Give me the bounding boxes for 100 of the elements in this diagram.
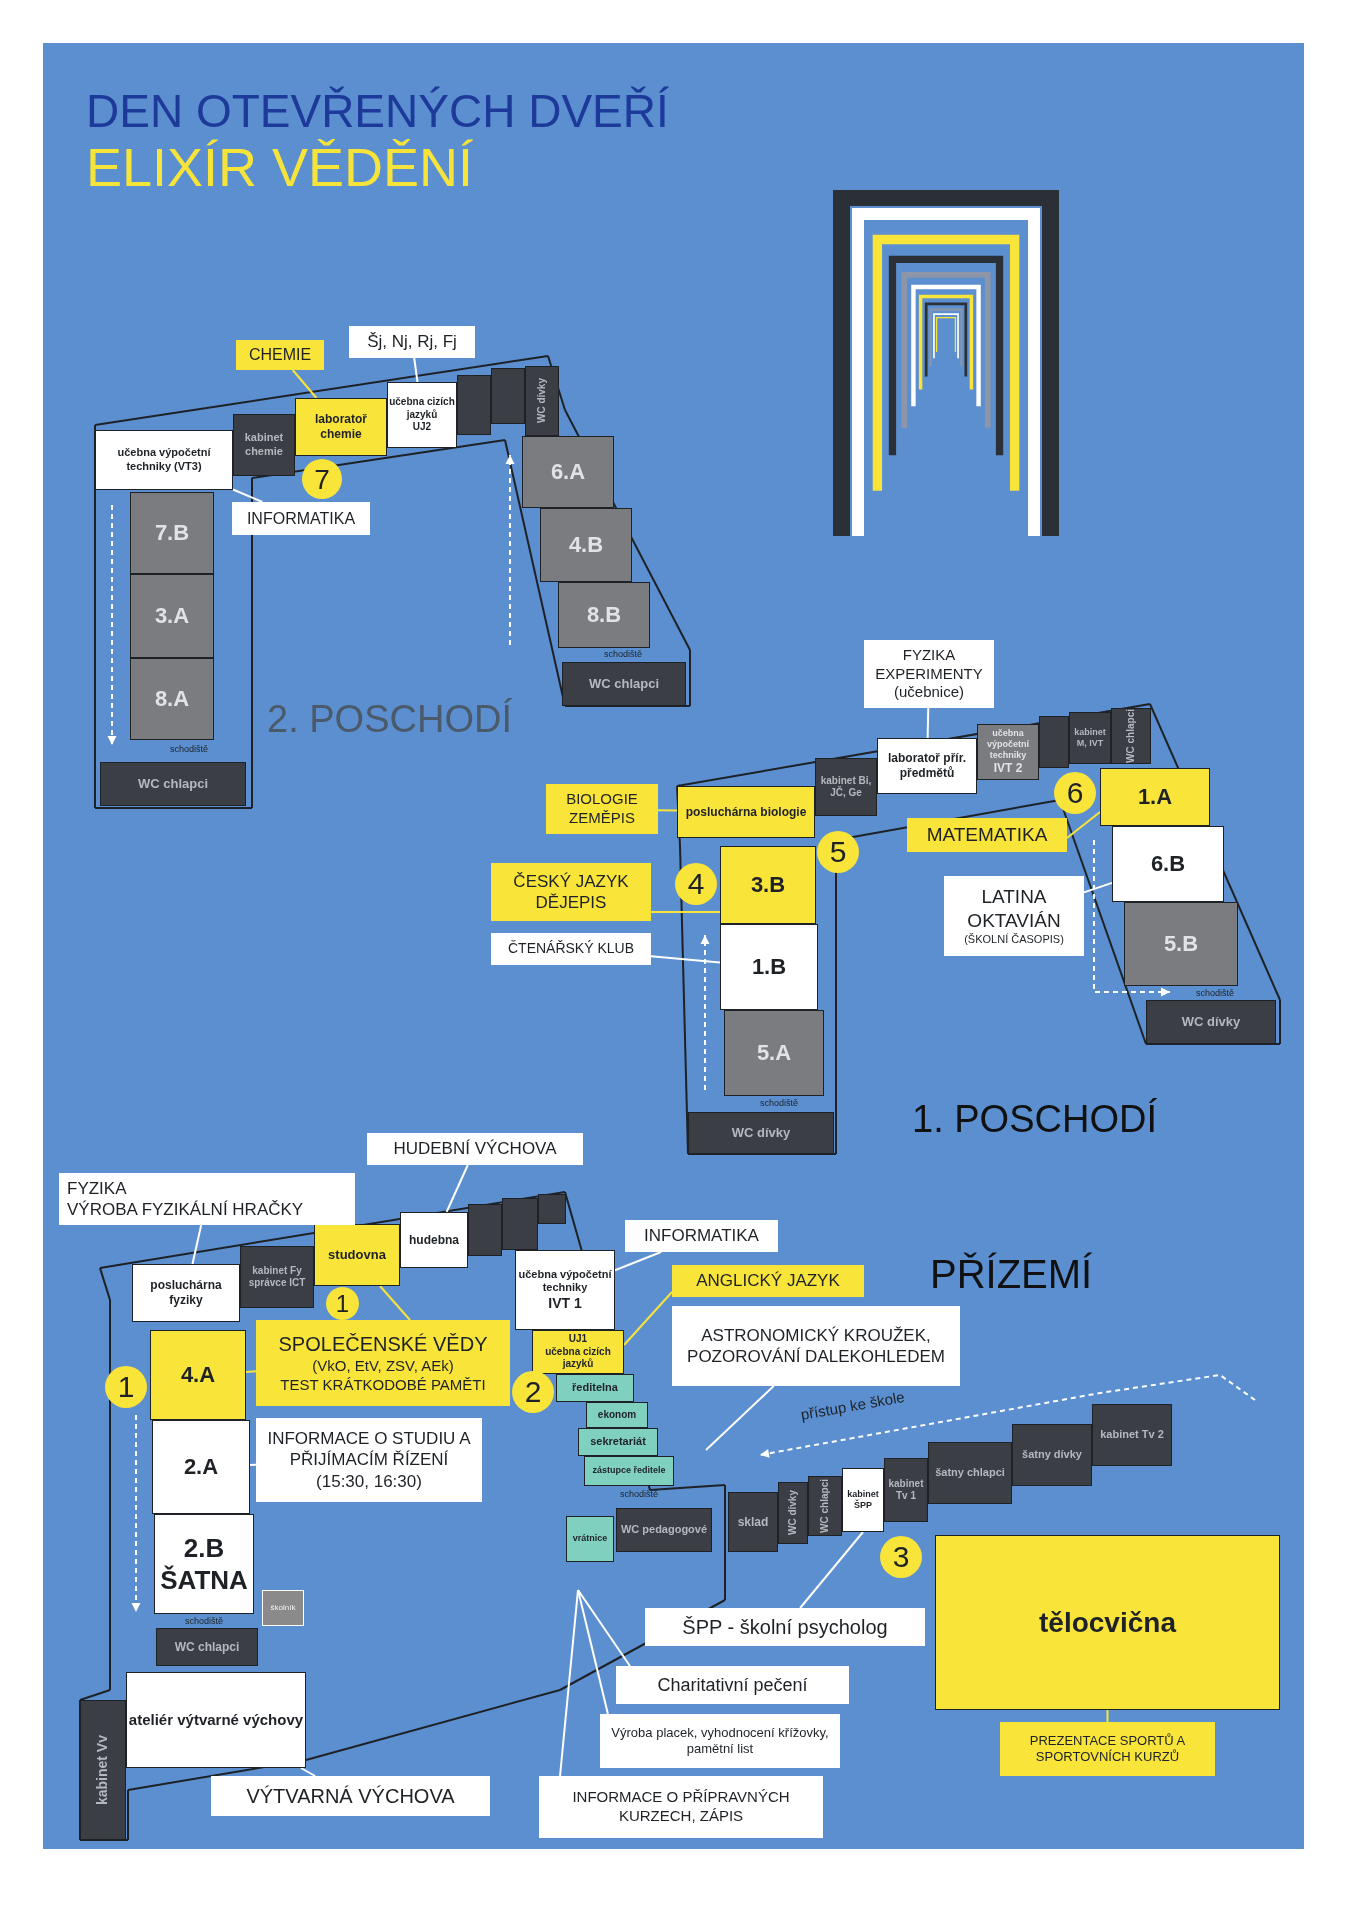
leader-line [577,1589,631,1667]
leader-line [249,1463,257,1466]
room-label: učebna cizích jazyků [544,1345,612,1371]
room-block [728,1492,778,1552]
room-block [126,1672,306,1768]
room-label: správce ICT [248,1277,306,1290]
room-label: 2.A [183,1453,219,1481]
room-label: 6.A [550,458,586,486]
room-block [515,1250,615,1330]
room-block [130,658,214,740]
callout-text: Šj, Nj, Rj, Fj [367,331,457,353]
room-block [154,1514,254,1614]
room-block [491,368,525,424]
room-label: 3.B [750,871,786,899]
room-block [1069,712,1111,764]
callout-text: (VkO, EtV, ZSV, AEk) [312,1356,454,1376]
room-label: WC pedagogové [620,1523,708,1537]
room-block [240,1246,314,1308]
callout-text: (15:30, 16:30) [316,1470,422,1492]
room-block [95,430,233,490]
callout-text: ANGLICKÝ JAZYK [696,1270,840,1292]
callout-text: HUDEBNÍ VÝCHOVA [393,1138,557,1160]
stop-number: 4 [687,866,705,903]
room-label: ředitelna [572,1381,618,1395]
room-label: kabinet Tv 1 [887,1477,925,1503]
room-block [152,1420,250,1514]
room-block [558,582,650,648]
callout-text: FYZIKA [67,1177,127,1199]
leader-line [559,1589,579,1777]
room-block [935,1535,1280,1710]
leader-line [378,1285,411,1321]
room-label: 7.B [154,519,190,547]
room-block [720,924,818,1010]
room-label: 2.B [183,1531,225,1564]
callout-box [616,1666,849,1704]
callout-text: ASTRONOMICKÝ KROUŽEK, POZOROVÁNÍ DALEKOHLEDEM [686,1324,946,1368]
room-block [1124,902,1238,986]
stair-label: schodiště [760,1099,799,1108]
leader-line [245,1370,257,1373]
room-label: WC dívky [786,1490,799,1536]
callout-box [864,640,994,708]
room-block [100,762,246,806]
room-block [616,1508,712,1552]
callout-box [600,1714,840,1768]
callout-text: CHEMIE [248,345,312,365]
callout-text: LATINA OKTAVIÁN [966,885,1062,933]
room-label: WC dívky [1181,1013,1241,1031]
leader-line [1066,811,1101,839]
stop-number: 5 [829,834,847,871]
room-block [130,574,214,658]
room-label: učebna cizích jazyků [388,396,456,422]
room-block [815,758,877,816]
callout-text: VÝTVARNÁ VÝCHOVA [246,1783,455,1809]
room-block [578,1428,658,1456]
callout-box [625,1220,778,1252]
leader-line [799,1531,864,1609]
room-block [1012,1424,1092,1486]
room-label: 1.B [751,953,787,981]
stair-label: schodiště [170,745,209,754]
room-label: WC dívky [731,1124,791,1142]
stop-number: 6 [1066,775,1084,812]
room-label: 8.B [586,601,622,629]
room-label: 6.B [1150,850,1186,878]
room-block [877,738,977,794]
room-label: WC dívky [535,378,548,424]
room-block [566,1516,614,1562]
leader-line [445,1164,469,1213]
room-block [538,1194,566,1224]
leader-line [623,1291,673,1346]
room-block [778,1482,808,1544]
callout-text: VÝROBA FYZIKÁLNÍ HRAČKY [67,1199,304,1221]
room-block [314,1224,400,1286]
leader-line [657,809,678,812]
room-label: kabinet M, IVT [1073,726,1107,750]
leader-line [577,1589,609,1715]
room-label: WC chlapci [1124,709,1137,763]
callout-text: FYZIKA EXPERIMENTY (učebnice) [874,645,984,703]
leader-line [705,1385,775,1451]
room-block [522,436,614,508]
callout-box [546,784,658,834]
room-label: šatny dívky [1022,1448,1082,1462]
callout-box [491,863,651,921]
callout-box [672,1265,864,1297]
room-block [556,1374,634,1402]
leader-line [650,911,721,913]
callout-text: INFORMACE O PŘÍPRAVNÝCH KURZECH, ZÁPIS [571,1788,791,1826]
room-block [150,1330,246,1420]
callout-box [944,876,1084,956]
room-label: studovna [328,1246,386,1264]
room-block [1100,768,1210,826]
room-block [928,1442,1012,1504]
callout-box [232,502,370,535]
room-block [1146,1000,1276,1044]
leader-line [650,955,721,964]
callout-box [1000,1722,1215,1776]
floor-label: PŘÍZEMÍ [930,1254,1093,1294]
room-label: 5.B [1163,930,1199,958]
stair-label: schodiště [604,650,643,659]
room-label: kabinet chemie [243,431,285,459]
room-label: posluchárna fyziky [149,1278,223,1308]
